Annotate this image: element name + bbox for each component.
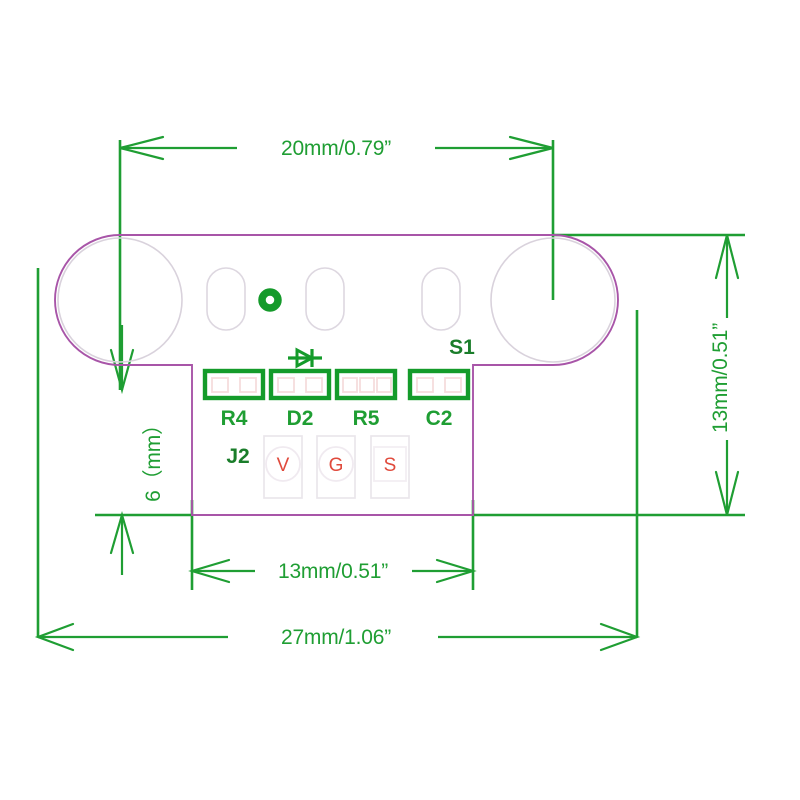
silkscreen-label-s1: S1: [449, 336, 475, 359]
right-mounting-hole: [490, 237, 616, 363]
dim-label-27mm: 27mm/1.06”: [281, 626, 391, 649]
connector-pin-s-label: S: [384, 455, 397, 476]
slot-1: [206, 267, 246, 331]
via-ring-icon: [258, 288, 282, 312]
component-d2-pad-2: [305, 377, 323, 393]
slot-2: [305, 267, 345, 331]
slots-group: [206, 267, 461, 331]
left-mounting-hole: [57, 237, 183, 363]
dim-label-13mm-height: 13mm/0.51”: [709, 323, 732, 433]
dimension-top-width: 20mm/0.79”: [119, 135, 554, 161]
component-r5-pad-3: [376, 377, 392, 393]
connector-j2-group: V G S: [263, 435, 410, 499]
connector-pin-s-pad: [373, 446, 407, 482]
arrow-head-27mm-right: [599, 622, 641, 652]
arrow-head-13mm-w-right: [435, 558, 477, 584]
component-r4-body: [202, 368, 266, 401]
connector-pin-v-label: V: [277, 455, 290, 476]
component-r4-pad-2: [239, 377, 257, 393]
silkscreen-label-j2: J2: [226, 445, 249, 468]
component-r5: R5: [334, 368, 398, 430]
dimension-bottom-tab-width: 13mm/0.51”: [188, 558, 477, 584]
component-r4-pad-1: [211, 377, 229, 393]
dimension-framework: 20mm/0.79” 13mm/0.51” 6（mm）: [34, 135, 745, 652]
components-group: R4 D2 R5: [202, 347, 471, 430]
arrow-head-6mm-bottom: [109, 511, 135, 555]
board-outline-path: [54, 234, 619, 516]
connector-pin-s-outline: [370, 435, 410, 499]
component-c2-label: C2: [426, 407, 453, 430]
diode-icon: [288, 347, 322, 369]
arrow-head-13mm-h-top: [714, 234, 740, 280]
component-d2-pad-1: [277, 377, 295, 393]
dim-label-13mm-width: 13mm/0.51”: [278, 560, 388, 583]
component-c2: C2: [407, 368, 471, 430]
board-outline-group: [54, 234, 619, 516]
component-r5-body: [334, 368, 398, 401]
slot-3: [421, 267, 461, 331]
dim-label-6mm: 6（mm）: [142, 414, 165, 502]
component-d2: D2: [268, 347, 332, 430]
component-c2-body: [407, 368, 471, 401]
connector-pin-v-pad: [265, 446, 301, 482]
arrow-head-27mm-left: [34, 622, 75, 652]
via-ring-group: [258, 288, 282, 312]
dimension-right-height: 13mm/0.51”: [709, 234, 740, 516]
connector-pin-g-label: G: [329, 455, 344, 476]
connector-pin-s: S: [370, 435, 410, 499]
component-r4: R4: [202, 368, 266, 430]
arrow-head-20mm-right: [508, 135, 554, 161]
component-r5-pad-1: [342, 377, 358, 393]
silkscreen-labels-group: S1 J2: [226, 336, 475, 468]
component-r4-label: R4: [221, 407, 248, 430]
arrow-head-13mm-w-left: [188, 558, 231, 584]
mounting-holes-group: [57, 237, 616, 363]
connector-pin-g: G: [316, 435, 356, 499]
component-c2-pad-1: [416, 377, 434, 393]
connector-pin-v-outline: [263, 435, 303, 499]
arrow-head-6mm-top: [109, 348, 135, 395]
connector-pin-v: V: [263, 435, 303, 499]
component-d2-label: D2: [287, 407, 314, 430]
component-c2-pad-2: [444, 377, 462, 393]
dim-label-20mm: 20mm/0.79”: [281, 137, 391, 160]
arrow-head-20mm-left: [119, 135, 165, 161]
connector-pin-g-outline: [316, 435, 356, 499]
diode-icon-triangle: [295, 347, 316, 369]
dimension-left-height: 6（mm）: [109, 325, 165, 575]
connector-pin-g-pad: [318, 446, 354, 482]
dimension-bottom-total-width: 27mm/1.06”: [34, 622, 641, 652]
arrow-head-13mm-h-bottom: [714, 470, 740, 516]
component-d2-body: [268, 368, 332, 401]
component-r5-label: R5: [353, 407, 380, 430]
component-r5-pad-2: [359, 377, 375, 393]
